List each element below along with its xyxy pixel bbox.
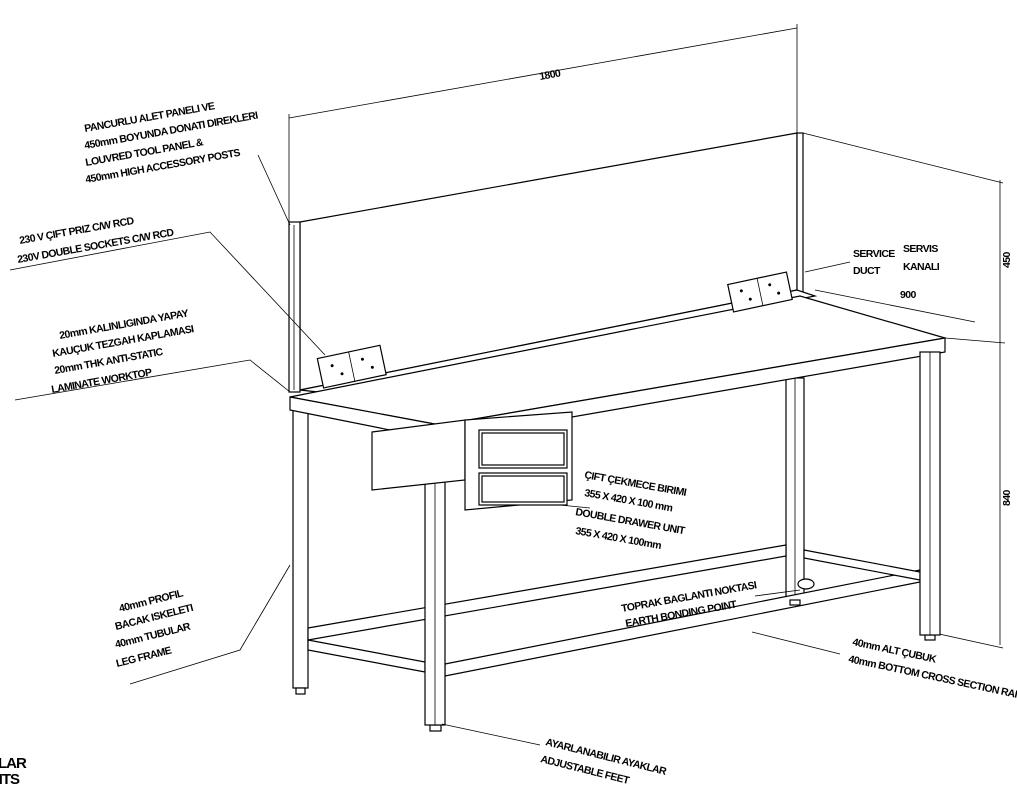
- dim-panel-height-text: 450: [1001, 252, 1013, 268]
- service-duct: [299, 289, 818, 393]
- label-line: KANALI: [903, 261, 940, 273]
- dimension-depth: 900: [804, 261, 976, 323]
- label-adjustable-feet: AYARLANABILIR AYAKLAR ADJUSTABLE FEET: [539, 736, 668, 786]
- foot: [924, 634, 936, 641]
- dim-depth-text: 900: [900, 289, 916, 301]
- title-line: LAR: [0, 755, 27, 772]
- label-drawer: ÇIFT ÇEKMECE BIRIMI 355 X 420 X 100 mm D…: [574, 469, 687, 552]
- label-leg-frame: 40mm PROFIL BACAK ISKELETI 40mm TUBULAR …: [114, 587, 195, 670]
- dimension-heights: 450 840: [802, 132, 1013, 649]
- label-worktop: 20mm KALINLIGINDA YAPAY KAUÇUK TEZGAH KA…: [50, 307, 195, 396]
- bottom-frame: [307, 544, 921, 677]
- leg-back-left: [292, 407, 309, 689]
- earth-bonding-stud: [797, 578, 815, 590]
- label-bottom-rail: 40mm ALT ÇUBUK 40mm BOTTOM CROSS SECTION…: [847, 636, 1017, 702]
- title-fragment: LAR NTS: [0, 755, 28, 786]
- label-service-duct: SERVICE DUCT SERVIS KANALI: [853, 243, 940, 277]
- foot: [295, 687, 306, 695]
- foot: [429, 724, 442, 732]
- title-line: NTS: [0, 771, 20, 786]
- dim-length-text: 1800: [538, 67, 561, 83]
- double-socket-left: [316, 344, 387, 389]
- double-socket-right: [727, 271, 793, 313]
- leader-lines: [9, 154, 841, 746]
- label-line: DUCT: [853, 265, 881, 277]
- double-drawer-unit: [371, 411, 573, 511]
- dim-bench-height-text: 840: [1001, 490, 1013, 506]
- label-sockets: 230 V ÇIFT PRIZ C/W RCD 230V DOUBLE SOCK…: [16, 215, 175, 266]
- label-tool-panel: PANCURLU ALET PANELI VE 450mm BOYUNDA DO…: [83, 100, 259, 186]
- label-line: SERVIS: [903, 243, 938, 255]
- dimension-length: 1800: [288, 24, 798, 222]
- label-line: SERVICE: [853, 248, 895, 260]
- foot: [789, 599, 801, 606]
